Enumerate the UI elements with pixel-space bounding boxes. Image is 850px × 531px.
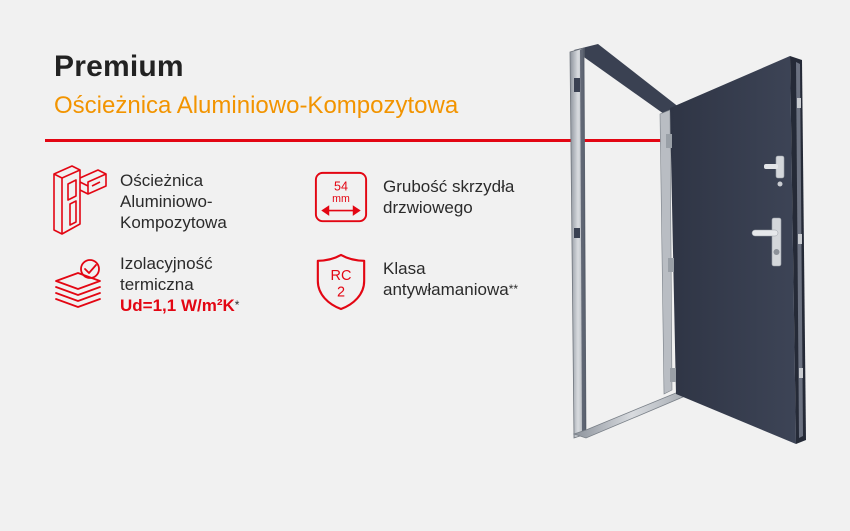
page-subtitle: Ościeżnica Aluminiowo-Kompozytowa: [54, 92, 459, 119]
thickness-badge-unit: mm: [332, 193, 350, 205]
feature-insulation-line-2: termiczna: [120, 275, 194, 294]
rc-badge-top: RC: [331, 268, 352, 284]
feature-security-line-2-row: antywłamaniowa**: [383, 279, 518, 300]
page-title: Premium: [54, 50, 184, 83]
door-handle: [751, 217, 782, 267]
insulation-layers-icon: [55, 259, 101, 308]
feature-thickness-text: Grubość skrzydła drzwiowego: [383, 176, 514, 218]
door-leaf: [670, 56, 796, 444]
feature-frame-line-1: Ościeżnica: [120, 171, 204, 190]
door-frame-sill: [572, 387, 691, 439]
thickness-icon: 54 mm: [314, 171, 368, 223]
feature-frame-text: Ościeżnica Aluminiowo- Kompozytowa: [120, 170, 227, 233]
feature-insulation-text: Izolacyjność termiczna Ud=1,1 W/m²K*: [120, 253, 239, 316]
frame-profile-icon: [53, 165, 107, 235]
feature-security-line-1: Klasa: [383, 259, 426, 278]
feature-frame: Ościeżnica Aluminiowo- Kompozytowa: [50, 164, 227, 236]
insulation-value: Ud=1,1 W/m²K: [120, 296, 235, 315]
feature-insulation-value-row: Ud=1,1 W/m²K*: [120, 295, 239, 316]
door-image: [569, 44, 806, 444]
feature-thickness: 54 mm Grubość skrzydła drzwiowego: [313, 170, 514, 226]
feature-insulation-line-1: Izolacyjność: [120, 254, 213, 273]
feature-insulation: Izolacyjność termiczna Ud=1,1 W/m²K*: [50, 253, 239, 316]
door-frame-top: [574, 44, 680, 114]
insulation-footnote-mark: *: [234, 298, 240, 312]
feature-frame-line-3: Kompozytowa: [120, 213, 227, 232]
feature-thickness-line-2: drzwiowego: [383, 198, 473, 217]
feature-security: RC 2 Klasa antywłamaniowa**: [313, 252, 518, 312]
divider-line: [45, 139, 670, 142]
security-footnote-mark: **: [508, 282, 519, 296]
feature-security-text: Klasa antywłamaniowa**: [383, 258, 518, 300]
thickness-badge-value: 54: [334, 179, 348, 193]
feature-thickness-line-1: Grubość skrzydła: [383, 177, 515, 196]
door-upper-lock: [764, 155, 785, 187]
rc-badge-bottom: 2: [337, 284, 345, 300]
rc2-shield-icon: RC 2: [316, 253, 366, 311]
feature-frame-line-2: Aluminiowo-: [120, 192, 213, 211]
feature-security-line-2: antywłamaniowa: [383, 280, 509, 299]
